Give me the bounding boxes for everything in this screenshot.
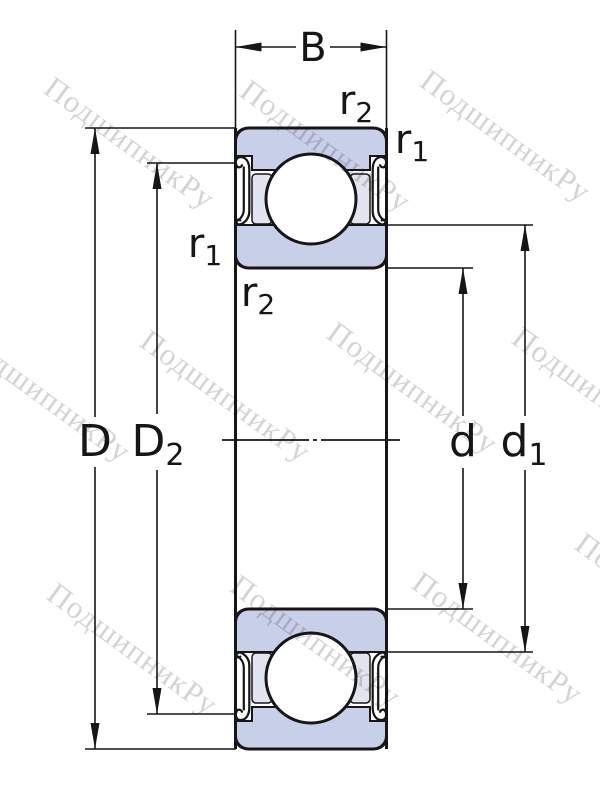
label-d: d — [449, 416, 477, 467]
d2-arrow-bottom — [152, 688, 162, 714]
dimension-d1: d1 — [386, 224, 548, 653]
label-r1-left: r1 — [188, 221, 222, 272]
dimension-D: D — [78, 127, 236, 750]
label-B: B — [299, 25, 326, 71]
label-D: D — [78, 416, 112, 467]
d-bore-arrow-bottom — [458, 583, 468, 609]
ball — [264, 152, 358, 246]
dimensions: B D D2 d — [78, 25, 548, 750]
label-D2: D2 — [132, 416, 185, 473]
d1-arrow-top — [520, 225, 530, 251]
d-out-arrow-top — [90, 128, 100, 154]
d1-arrow-bottom — [520, 626, 530, 652]
label-r1-top: r1 — [395, 117, 429, 168]
dimension-D2: D2 — [132, 162, 236, 715]
d-out-arrow-bottom — [90, 723, 100, 749]
label-d1: d1 — [500, 416, 547, 473]
dimension-d: d — [386, 267, 477, 610]
b-arrow-left — [235, 42, 262, 52]
bearing-cross-section — [222, 126, 400, 749]
d-bore-arrow-top — [458, 268, 468, 294]
d2-arrow-top — [152, 163, 162, 189]
label-r2-left: r2 — [241, 270, 275, 321]
dimension-B: B — [234, 25, 388, 128]
label-r2-top: r2 — [339, 78, 373, 129]
b-arrow-right — [360, 42, 387, 52]
